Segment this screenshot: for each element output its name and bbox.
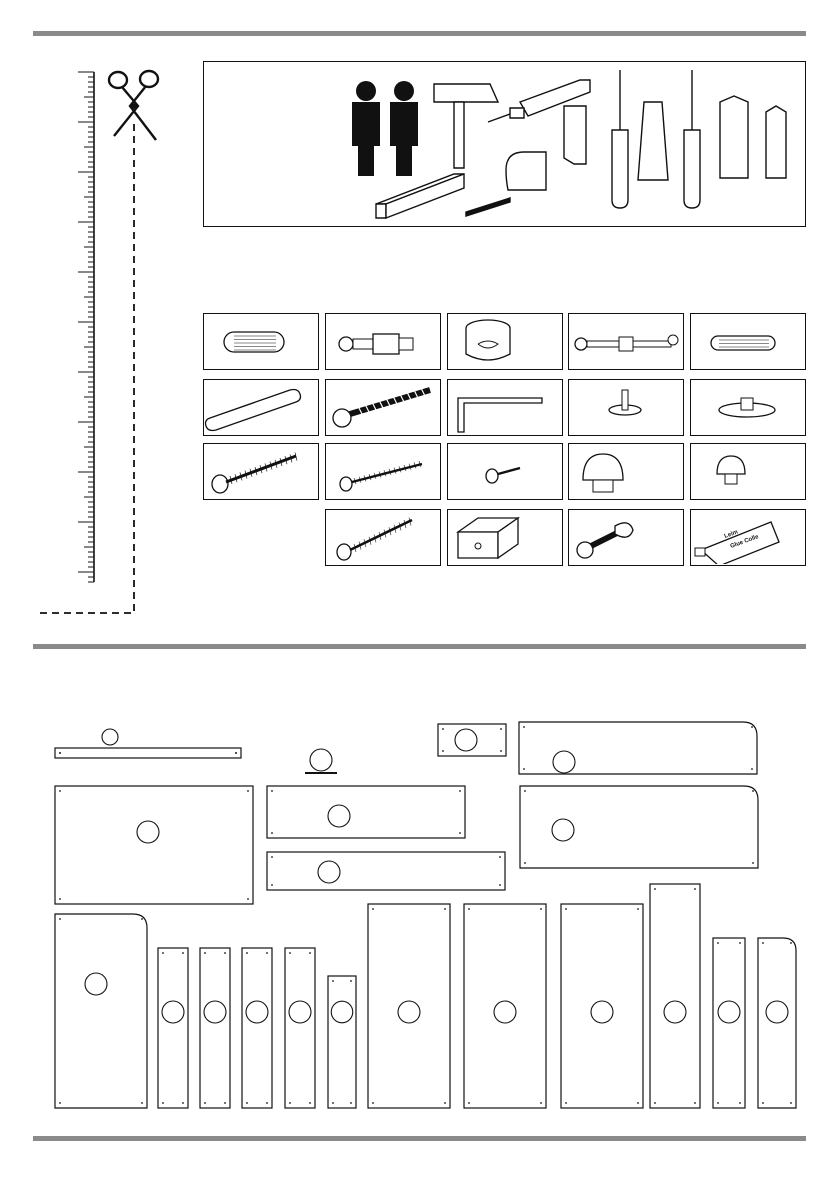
shelf-support-disc-icon [691,380,803,434]
corner-bracket-icon [448,510,560,564]
screwdriver-icon [612,70,628,208]
tools-panel [203,61,806,227]
furniture-panel-icon [200,948,230,1108]
double-connector-bolt-icon [569,314,681,368]
hardware-cell [447,443,563,500]
furniture-panel-icon [561,904,643,1108]
panel-edge-icon [305,749,337,773]
furniture-panel-icon [55,914,147,1108]
top-divider [33,31,806,36]
two-persons-icon [352,81,418,176]
cam-lock-icon [448,314,560,368]
long-screw-icon [326,510,438,564]
furniture-panel-icon [55,786,253,904]
furniture-panel-icon [713,938,745,1108]
cam-bolt-icon [569,510,681,564]
small-cover-cap-icon [691,444,803,498]
furniture-panel-icon [328,976,356,1108]
hardware-cell [568,509,684,566]
connector-bolt-icon [326,314,438,368]
furniture-panel-icon [519,722,757,774]
hardware-cell [325,443,441,500]
short-screw-icon [448,444,560,498]
furniture-panel-icon [267,786,465,838]
furniture-panel-icon [267,852,505,890]
screwdriver-bit-icon [720,96,786,178]
hardware-cell [203,313,319,370]
hardware-cell [568,313,684,370]
panels-diagram [0,700,839,1120]
hardware-cell [447,313,563,370]
furniture-panel-icon [464,904,546,1108]
hardware-cell [568,443,684,500]
furniture-panel-icon [520,786,758,868]
shelf-pin-icon [569,380,681,434]
furniture-panel-icon [285,948,315,1108]
cover-cap-icon [569,444,681,498]
measuring-tape-icon [466,152,546,216]
furniture-panel-icon [158,948,188,1108]
furniture-panel-icon [368,904,450,1108]
furniture-panel-icon [758,938,796,1108]
allen-key-icon [448,380,560,434]
hardware-cell [447,379,563,436]
wooden-dowel-icon [204,314,316,368]
hardware-cell [568,379,684,436]
hardware-cell [325,379,441,436]
cut-guide [30,62,170,622]
hardware-cell [325,313,441,370]
ruler-icon [78,72,94,582]
wood-block-icon [376,174,464,218]
furniture-panel-icon [242,948,272,1108]
hardware-cell [203,379,319,436]
hammer-icon [434,84,498,168]
hardware-cell [690,443,806,500]
hardware-cell [203,443,319,500]
wood-screw-icon [326,444,438,498]
small-dowel-icon [691,314,803,368]
phillips-screwdriver-icon [684,70,700,208]
hardware-cell [690,313,806,370]
furniture-panel-icon [650,884,700,1108]
hardware-cell [325,509,441,566]
bottom-divider [33,1136,806,1141]
confirmat-screw-icon [326,380,438,434]
hardware-cell [690,379,806,436]
hardware-cell [447,509,563,566]
long-wood-screw-icon [204,444,316,498]
flat-screwdriver-bit-icon [638,102,668,180]
long-dowel-icon [204,380,316,434]
furniture-panel-icon [55,729,241,758]
furniture-panel-icon [438,724,506,756]
middle-divider [33,644,806,649]
